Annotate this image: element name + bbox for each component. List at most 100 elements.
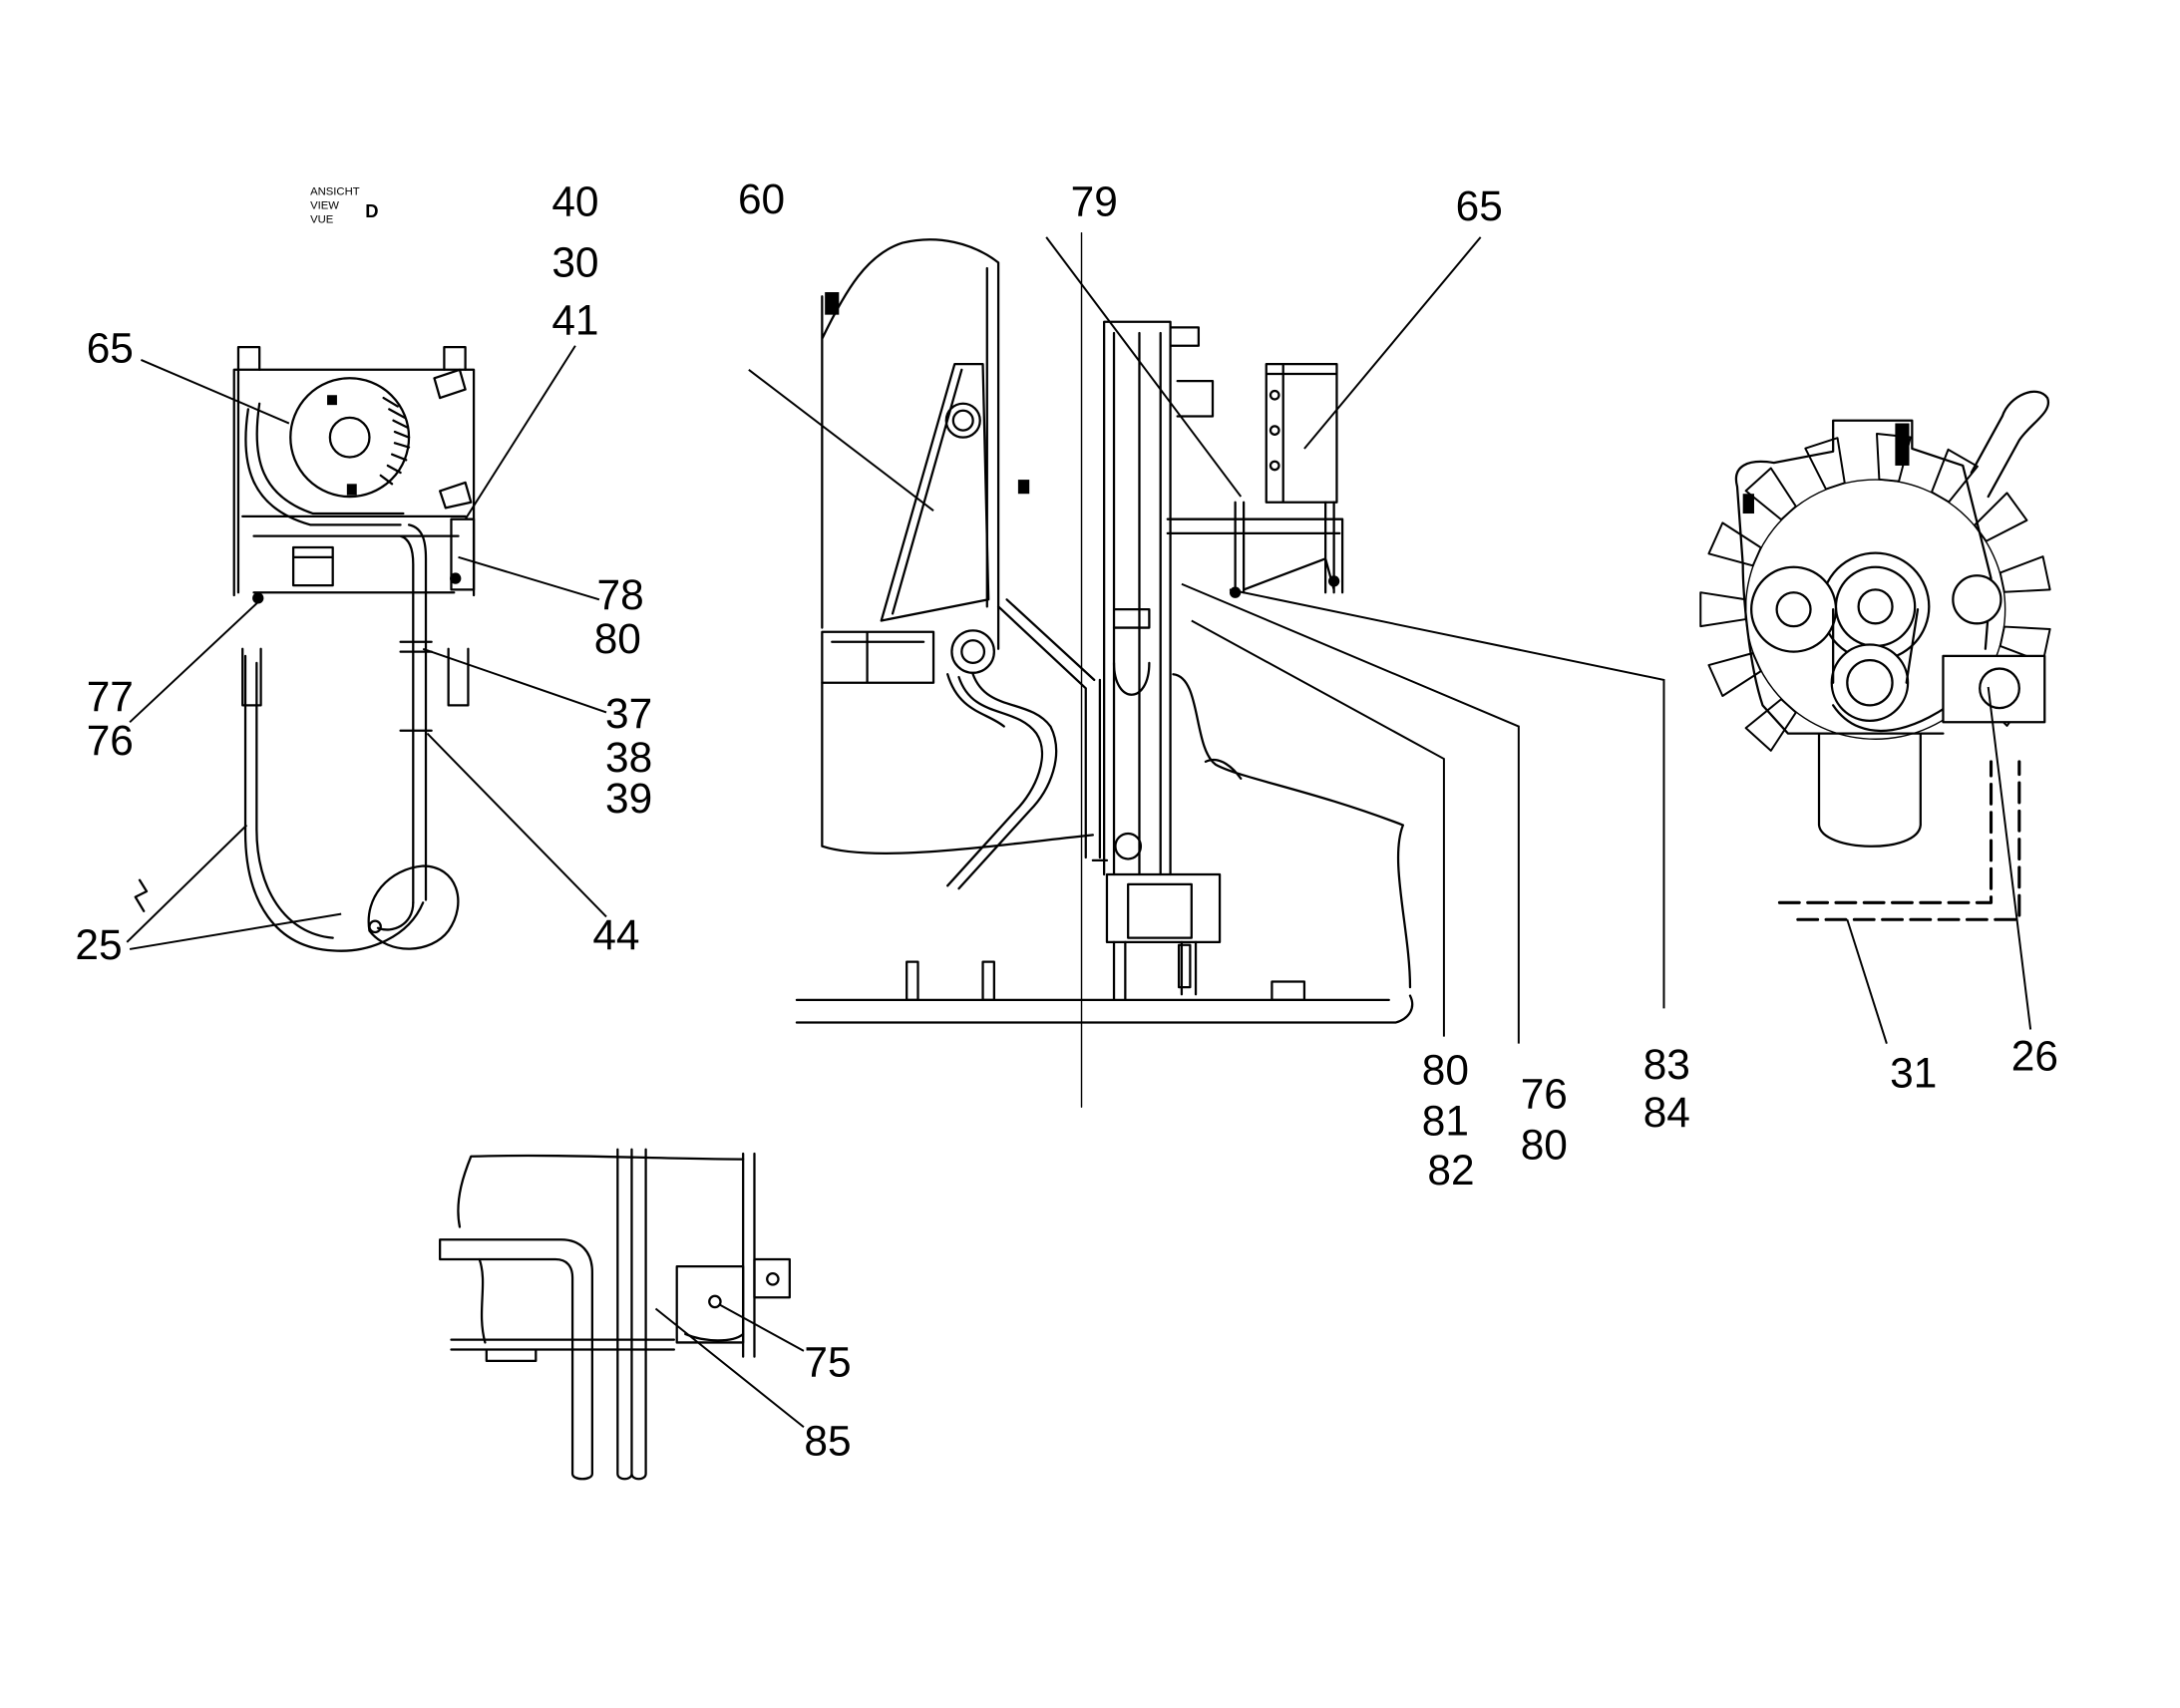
- column-top-bracket: [1169, 326, 1215, 418]
- leader-65: [141, 358, 290, 425]
- idler-pulley: [1952, 574, 2002, 625]
- break-symbol: [134, 878, 149, 912]
- view-marker-line2: VIEW: [310, 200, 339, 212]
- compressor-pulley: [1979, 667, 2020, 710]
- center-view: 60 79 65 80 81 82 76 80 83 84: [738, 175, 1690, 1194]
- right-callouts: 31 26: [1890, 1033, 2058, 1097]
- clamp-bracket: [675, 1264, 745, 1344]
- detail-callouts: 75 85: [804, 1338, 851, 1464]
- control-box: [821, 630, 935, 684]
- leader-65-center: [1303, 236, 1482, 450]
- detail-callout-85: 85: [804, 1418, 851, 1465]
- left-callout-30: 30: [551, 238, 598, 285]
- unit-bolt-3: [1269, 460, 1280, 472]
- center-callout-84: 84: [1643, 1089, 1690, 1136]
- crank-hub: [1857, 588, 1894, 625]
- fan: [1699, 433, 2051, 752]
- base-plate: [450, 1338, 676, 1362]
- hose-curve: [244, 402, 405, 526]
- left-callout-65: 65: [87, 325, 134, 372]
- engine-front-view: 31 26: [1699, 390, 2058, 1097]
- air-intake: [1970, 390, 2050, 499]
- left-callout-76: 76: [87, 717, 134, 764]
- center-callout-65: 65: [1456, 182, 1503, 229]
- left-callout-38: 38: [605, 734, 652, 781]
- bottom-tab: [439, 481, 473, 510]
- left-callout-80: 80: [594, 615, 641, 662]
- leader-44: [426, 732, 607, 918]
- leader-79: [1045, 236, 1243, 498]
- bracket-bolt-right: [1327, 575, 1340, 587]
- view-marker-line3: VUE: [310, 214, 334, 226]
- column-legs: [1112, 940, 1198, 1001]
- left-callout-41: 41: [551, 296, 598, 343]
- mounting-bracket: [1166, 501, 1344, 594]
- stud-1: [906, 960, 919, 1001]
- center-callout-60: 60: [738, 175, 785, 222]
- lower-body-outline: [821, 681, 1094, 855]
- detail-outline: [457, 1154, 745, 1228]
- left-view: 40 30 41 65 78 80 77 76 37 38 39 25 44: [75, 178, 652, 968]
- stud-3: [1177, 943, 1192, 989]
- body-clip: [1017, 480, 1030, 495]
- left-leader-lines: [126, 345, 607, 950]
- column-base: [1091, 858, 1222, 944]
- view-marker-letter: D: [365, 200, 378, 221]
- left-callout-77: 77: [87, 673, 134, 720]
- clamp-bolt: [708, 1294, 722, 1309]
- diagonal-strut: [996, 598, 1102, 859]
- clamp-tab: [753, 1257, 791, 1299]
- leader-80-center: [1191, 619, 1445, 1037]
- engine-marker-top: [1895, 423, 1910, 466]
- engine-drawing: [1699, 390, 2051, 921]
- view-marker: ANSICHT VIEW VUE D: [310, 185, 378, 225]
- center-callout-79: 79: [1071, 178, 1118, 225]
- hose-bundle: [946, 673, 1058, 890]
- leader-83: [1229, 588, 1665, 1009]
- right-callout-31: 31: [1890, 1050, 1937, 1097]
- fan-hub: [328, 416, 371, 459]
- leader-77: [129, 598, 262, 724]
- center-callouts: 60 79 65 80 81 82 76 80 83 84: [738, 175, 1690, 1194]
- fan-blade: [1699, 591, 1747, 628]
- connector-outer: [950, 629, 995, 674]
- pipe-hook: [376, 901, 415, 931]
- leader-31: [1846, 918, 1888, 1044]
- line-31-outer: [1777, 760, 1994, 904]
- top-tab: [433, 368, 467, 400]
- unit-bolt-2: [1269, 425, 1280, 436]
- detail-callout-75: 75: [804, 1338, 851, 1385]
- detail-drawing: [439, 1148, 791, 1481]
- unit-box: [1265, 363, 1338, 504]
- left-view-drawing: [134, 346, 476, 952]
- detail-break-line: [478, 1257, 487, 1344]
- frame-outline: [1172, 673, 1412, 989]
- column-details: [1112, 608, 1151, 696]
- column-bolt: [1114, 832, 1143, 860]
- center-callout-76: 76: [1521, 1071, 1568, 1118]
- line-31-inner: [1796, 760, 2021, 921]
- clamp-tab-hole: [766, 1272, 780, 1286]
- left-bolt: [252, 592, 264, 604]
- leader-41: [464, 345, 576, 520]
- leader-37: [422, 647, 607, 714]
- right-bolt: [450, 572, 462, 584]
- vertical-pipes: [616, 1148, 647, 1481]
- center-callout-81: 81: [1422, 1098, 1469, 1145]
- left-callout-40: 40: [551, 178, 598, 225]
- fan-marker-top: [327, 395, 337, 406]
- leader-25: [126, 824, 342, 950]
- left-callout-37: 37: [605, 690, 652, 737]
- center-callout-83: 83: [1643, 1041, 1690, 1088]
- cylinder: [291, 545, 334, 587]
- center-callout-80-a: 80: [1422, 1047, 1469, 1094]
- left-callout-44: 44: [592, 911, 639, 958]
- center-callout-82: 82: [1427, 1147, 1474, 1194]
- center-leader-lines: [748, 236, 1665, 1044]
- stud-4: [1271, 980, 1306, 1001]
- left-callouts: 40 30 41 65 78 80 77 76 37 38 39 25 44: [75, 178, 652, 968]
- detail-leader-lines: [654, 1303, 805, 1429]
- body-marker: [825, 292, 840, 315]
- center-callout-80-b: 80: [1521, 1122, 1568, 1169]
